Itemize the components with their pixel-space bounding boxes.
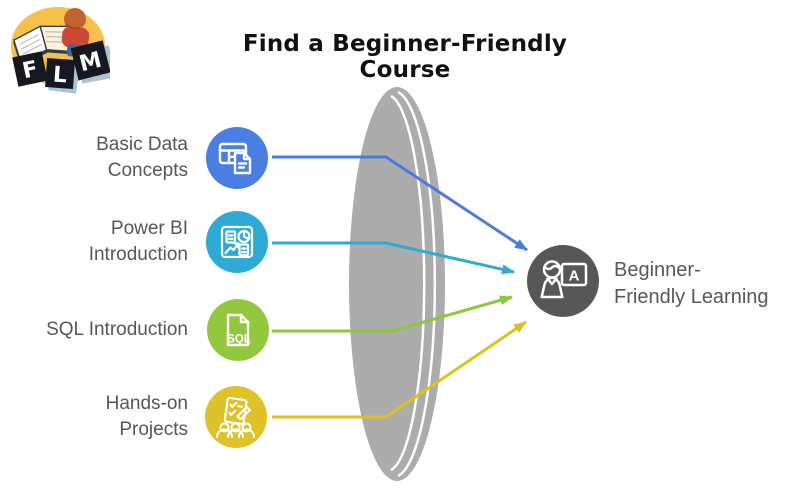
lens-outer-edge xyxy=(397,90,437,478)
logo-letter-tiles: F L M xyxy=(12,40,110,94)
instructor-board-icon: A xyxy=(527,245,599,317)
dashboard-report-icon xyxy=(206,211,268,273)
sql-icon-text: SQL xyxy=(227,334,251,346)
tile-m: M xyxy=(70,40,110,81)
arrow-sql xyxy=(272,295,513,333)
tile-f: F xyxy=(12,51,48,87)
funnel-lens xyxy=(349,87,445,481)
page-title: Find a Beginner-Friendly Course xyxy=(242,31,568,83)
checklist-team-icon xyxy=(205,386,267,448)
tile-letter: F xyxy=(20,57,40,85)
sql-document-icon: SQL xyxy=(207,299,269,361)
label-power-bi-introduction: Power BI Introduction xyxy=(88,218,188,265)
lens-inner-edge xyxy=(390,94,426,472)
arrow-basic-data xyxy=(272,155,528,252)
connector-arrows xyxy=(272,155,528,419)
label-basic-data-concepts: Basic Data Concepts xyxy=(96,134,188,181)
label-sql-introduction: SQL Introduction xyxy=(46,319,188,340)
label-hands-on-projects: Hands-on Projects xyxy=(105,393,188,440)
table-document-icon xyxy=(206,127,268,189)
label-beginner-friendly-learning: Beginner- Friendly Learning xyxy=(614,259,769,308)
board-letter: A xyxy=(569,268,580,285)
arrow-power-bi xyxy=(272,241,515,275)
tile-l: L xyxy=(45,58,76,89)
flm-logo: F L M xyxy=(11,7,110,94)
tile-letter: L xyxy=(52,63,68,89)
arrow-hands-on xyxy=(272,320,527,419)
